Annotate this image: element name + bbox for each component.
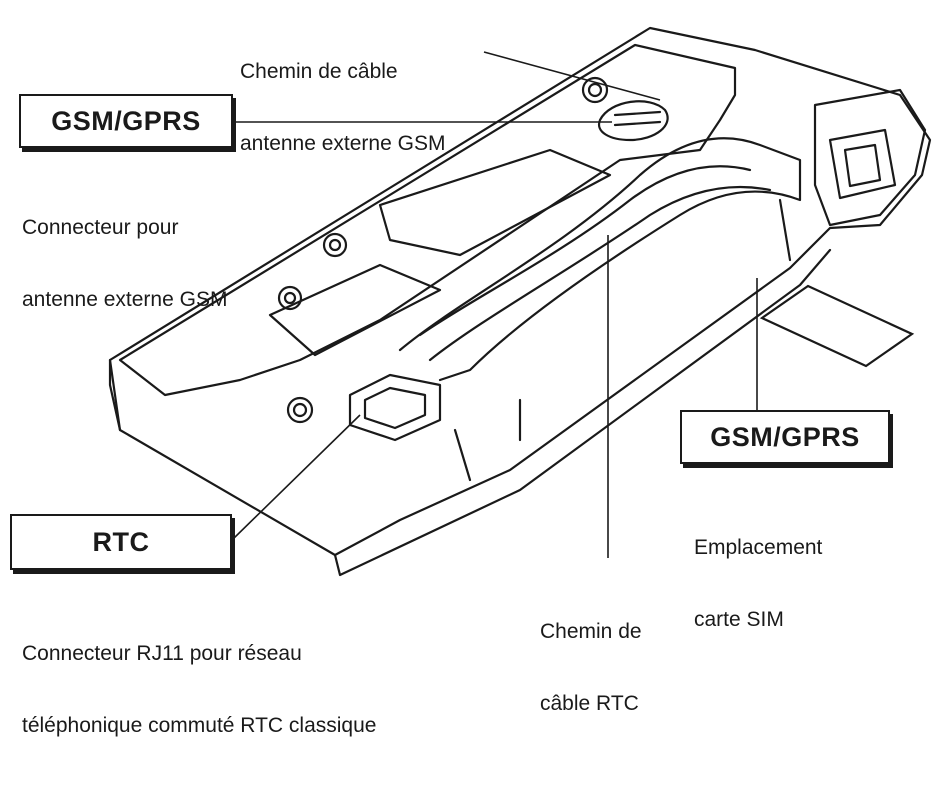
caption-gsm-cable-path: Chemin de câble antenne externe GSM [240,12,445,204]
badge-rtc: RTC [10,514,232,570]
caption-line: téléphonique commuté RTC classique [22,714,377,737]
screw-hole-2 [322,232,348,258]
screw-hole-3 [277,285,303,311]
badge-rtc-text: RTC [92,526,150,557]
device-illustration [108,26,932,577]
label-recess-top [378,148,612,257]
device-top-face [118,43,737,397]
caption-line: câble RTC [540,692,639,715]
leader-rj11 [231,414,361,541]
screw-hole-1 [581,76,609,104]
device-base-edge [108,248,832,577]
sim-card-shape [759,284,915,368]
device-body-outline [108,26,932,557]
caption-line: Connecteur RJ11 pour réseau [22,642,302,665]
caption-rj11-connector: Connecteur RJ11 pour réseau téléphonique… [22,594,376,786]
screw-hole-4 [286,396,314,424]
caption-line: antenne externe GSM [240,132,446,155]
cable-channel [398,137,802,382]
caption-gsm-connector: Connecteur pour antenne externe GSM [22,168,227,360]
caption-line: Connecteur pour [22,216,179,239]
diagram-canvas: GSM/GPRS GSM/GPRS RTC Chemin de câble an… [10,12,932,737]
caption-rtc-cable-path: Chemin de câble RTC [540,572,642,764]
caption-line: Emplacement [694,536,823,559]
caption-line: Chemin de [540,620,642,643]
badge-gsm-right-text: GSM/GPRS [710,421,860,452]
badge-gsm-gprs-right: GSM/GPRS [680,410,890,464]
caption-sim-slot: Emplacement carte SIM [694,488,822,680]
leader-cable-path-gsm [483,51,661,101]
caption-line: Chemin de câble [240,60,398,83]
badge-gsm-top-text: GSM/GPRS [51,105,201,136]
gsm-connector-shape [597,100,669,142]
gsm-housing [813,88,927,227]
caption-line: carte SIM [694,608,784,631]
caption-line: antenne externe GSM [22,288,228,311]
badge-gsm-gprs-top: GSM/GPRS [19,94,233,148]
label-recess-bottom [268,263,442,357]
